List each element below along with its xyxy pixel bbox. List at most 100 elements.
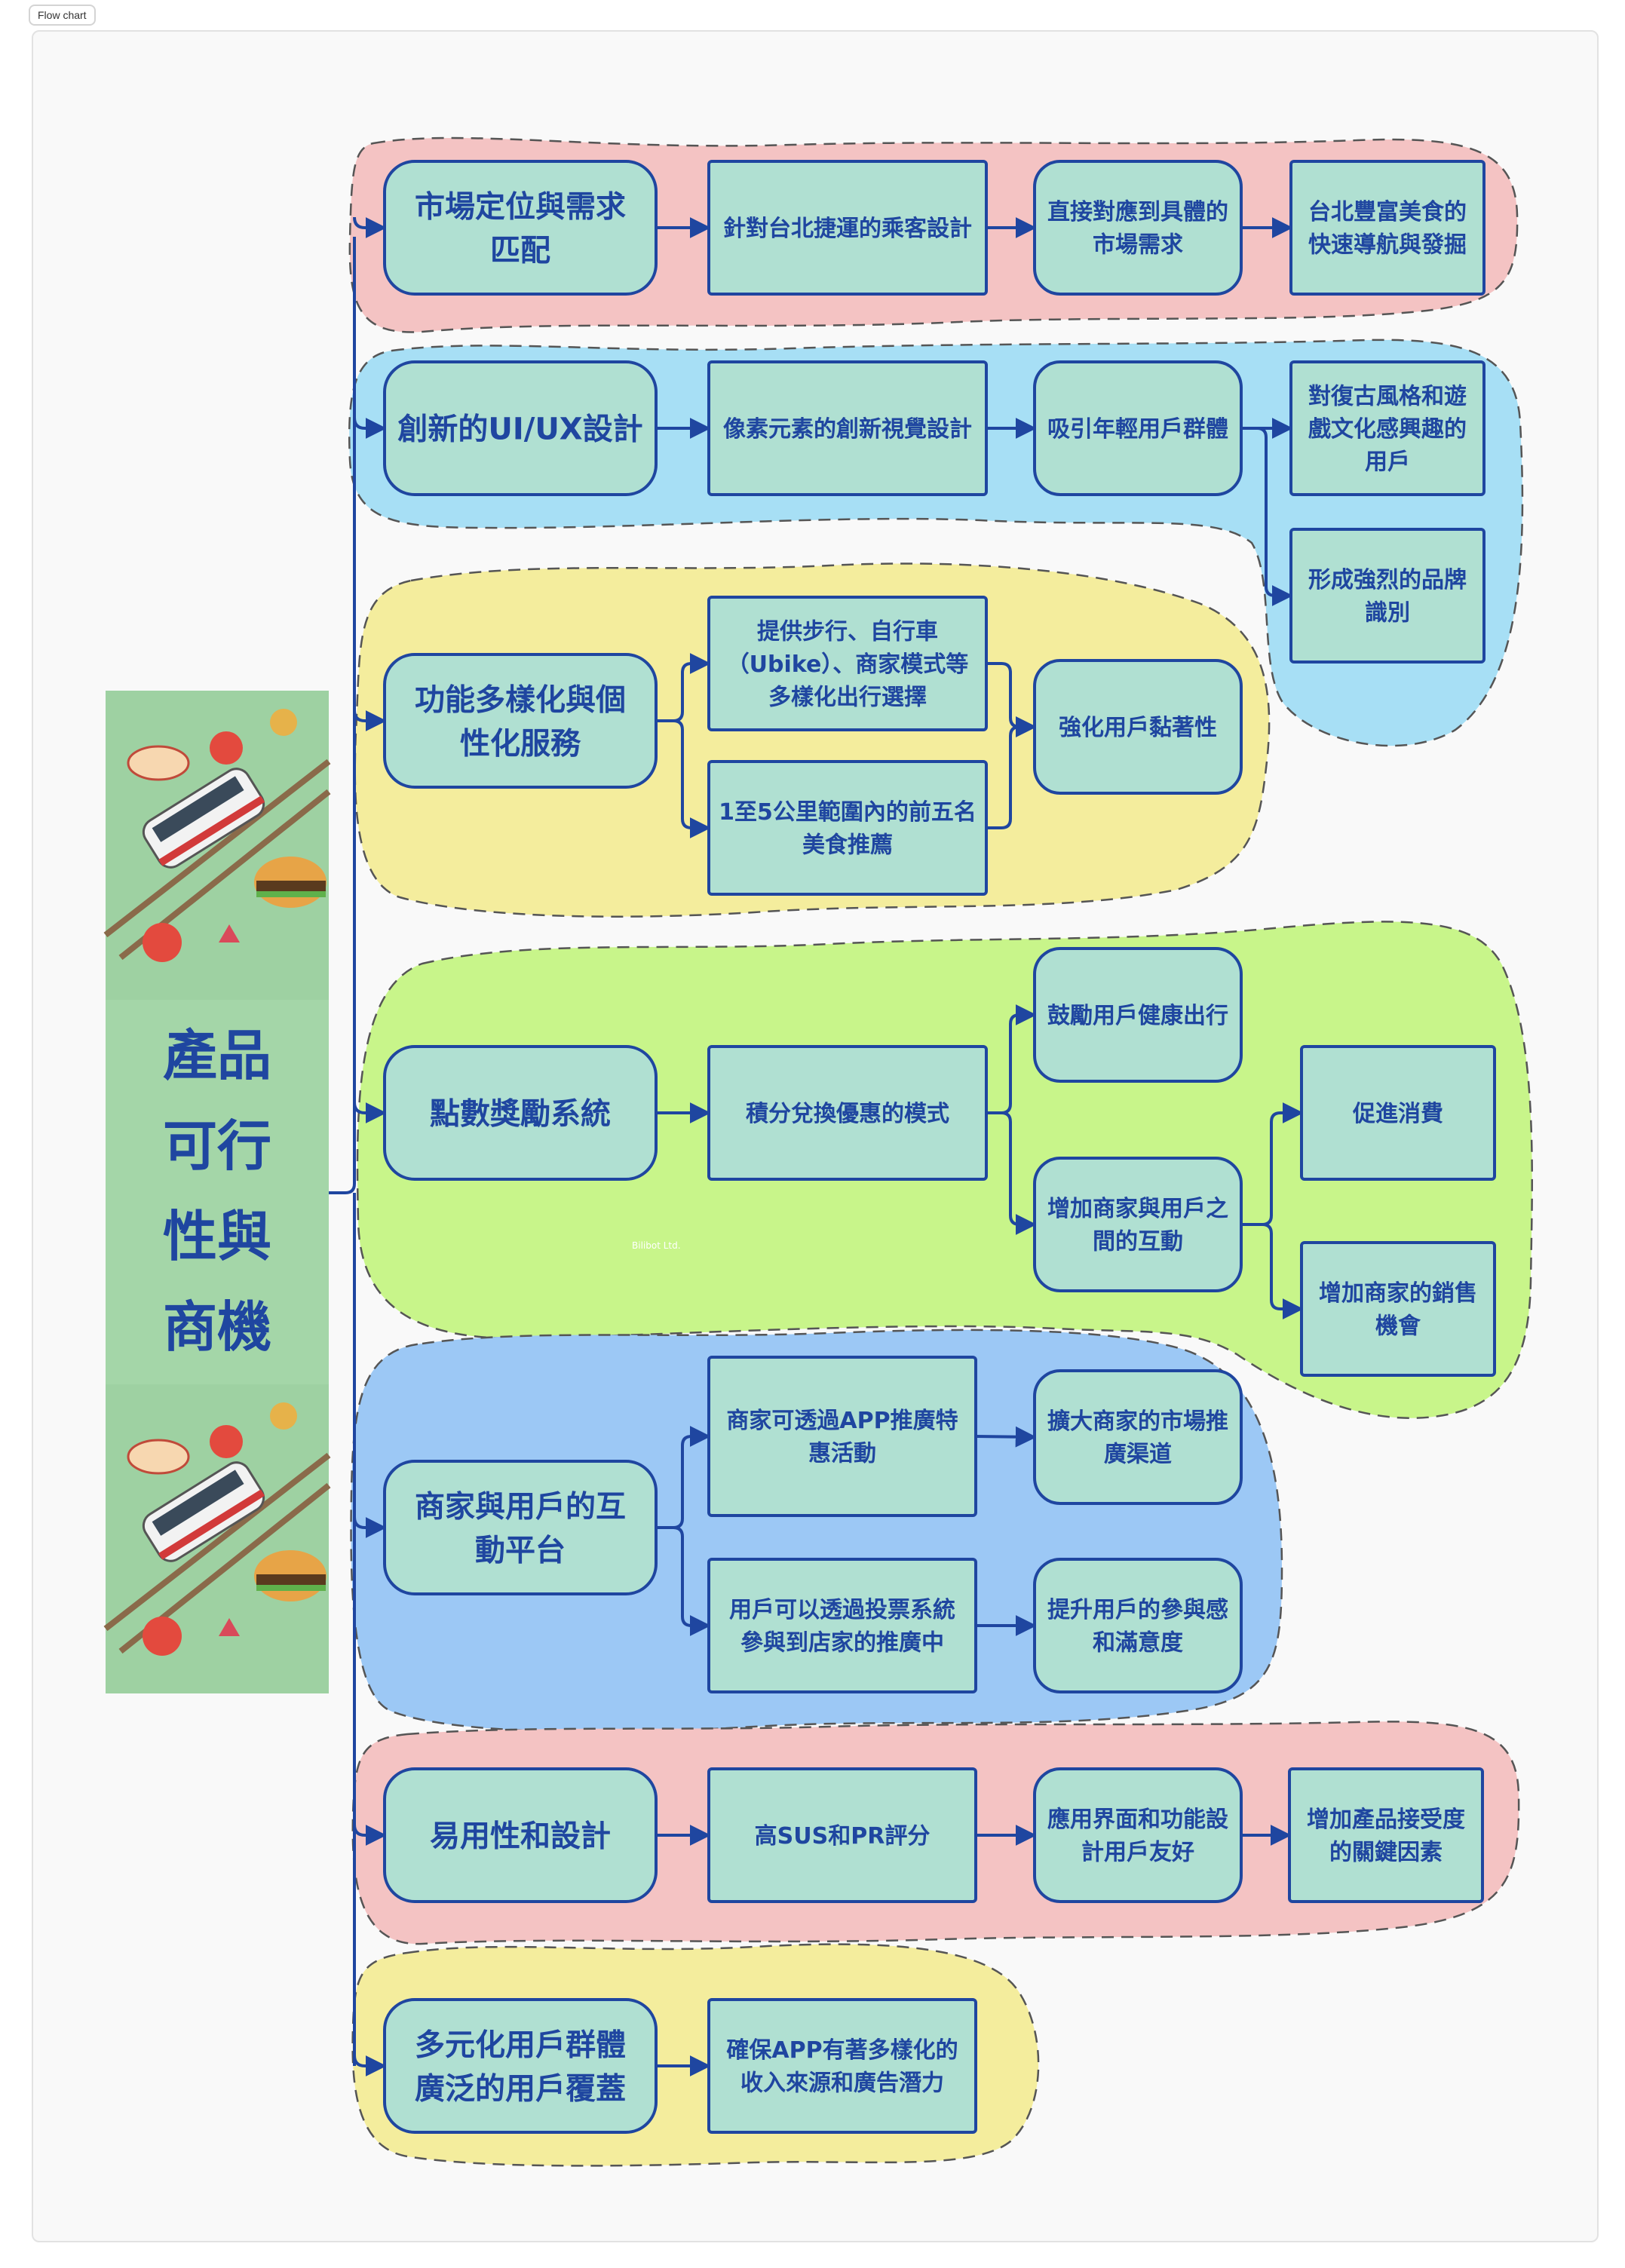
- retro-gaming-users-node-label: 對復古風格和遊: [1308, 383, 1467, 409]
- points-reward-node-label: 點數獎勵系統: [430, 1096, 611, 1131]
- train-food-illustration-top: [103, 691, 331, 1000]
- mrt-passenger-design-node-label: 針對台北捷運的乘客設計: [723, 216, 972, 242]
- young-users-node-label: 吸引年輕用戶群體: [1047, 416, 1228, 443]
- flow-connector: [353, 1516, 387, 1538]
- merchant-interaction-node-label: 間的互動: [1093, 1229, 1183, 1255]
- merchant-interaction-node-label: 增加商家與用戶之: [1047, 1196, 1228, 1222]
- usability-design-node[interactable]: 易用性和設計: [383, 1767, 658, 1903]
- friendly-ui-node-label: 計用戶友好: [1081, 1840, 1194, 1866]
- flow-connector: [353, 216, 387, 238]
- group-function: [354, 562, 1271, 918]
- watermark: Bilibot Ltd.: [632, 1240, 681, 1251]
- user-voting-node-label: 用戶可以透過投票系統: [729, 1597, 955, 1623]
- root-title-line-1: 產品: [163, 1024, 271, 1087]
- points-redeem-node-box: [707, 1045, 988, 1181]
- root-trunk-connector: [329, 237, 356, 2066]
- merchant-promotion-node-box: [707, 1356, 977, 1517]
- flow-connector: [353, 1102, 387, 1123]
- promote-spending-node[interactable]: 促進消費: [1300, 1045, 1496, 1181]
- acceptance-factor-node-label: 的關鍵因素: [1329, 1840, 1443, 1866]
- interaction-platform-node-label: 動平台: [475, 1533, 566, 1568]
- pixel-visual-design-node[interactable]: 像素元素的創新視覺設計: [707, 360, 988, 496]
- user-stickiness-node-box: [1033, 659, 1243, 795]
- revenue-potential-node-box: [707, 1998, 977, 2134]
- interaction-platform-node-label: 商家與用戶的互: [415, 1489, 626, 1524]
- healthy-travel-node[interactable]: 鼓勵用戶健康出行: [1033, 947, 1243, 1083]
- sus-pr-score-node[interactable]: 高SUS和PR評分: [707, 1767, 977, 1903]
- food-recommendation-node-label: 美食推薦: [802, 832, 893, 859]
- points-reward-node[interactable]: 點數獎勵系統: [383, 1045, 658, 1181]
- interaction-platform-node-box: [383, 1460, 658, 1595]
- user-voting-node-label: 參與到店家的推廣中: [740, 1630, 944, 1657]
- retro-gaming-users-node-label: 用戶: [1365, 449, 1410, 475]
- brand-identity-node-box: [1289, 528, 1485, 664]
- mrt-passenger-design-node[interactable]: 針對台北捷運的乘客設計: [707, 160, 988, 296]
- travel-options-node-label: （Ubike）、商家模式等: [727, 651, 969, 678]
- retro-gaming-users-node-label: 戲文化感興趣的: [1308, 416, 1467, 443]
- merchant-interaction-node-box: [1033, 1157, 1243, 1292]
- points-redeem-node-label: 積分兌換優惠的模式: [746, 1101, 949, 1127]
- app-title[interactable]: Flow chart: [29, 5, 96, 26]
- flow-connector: [353, 2055, 387, 2076]
- market-channel-node-label: 擴大商家的市場推: [1047, 1408, 1228, 1435]
- uiux-design-node[interactable]: 創新的UI/UX設計: [383, 360, 658, 496]
- diverse-services-node-box: [383, 653, 658, 789]
- travel-options-node-box: [707, 596, 988, 731]
- flow-connector: [353, 417, 387, 439]
- flow-connector: [1241, 427, 1293, 606]
- merchant-promotion-node-label: 惠活動: [808, 1441, 876, 1467]
- pixel-visual-design-node-box: [707, 360, 988, 496]
- diverse-services-node-label: 性化服務: [460, 726, 581, 761]
- young-users-node-box: [1033, 360, 1243, 496]
- market-demand-node-label: 市場需求: [1093, 232, 1183, 259]
- food-recommendation-node-label: 1至5公里範圍內的前五名: [719, 799, 977, 826]
- diverse-users-node-box: [383, 1998, 658, 2134]
- uiux-design-node-box: [383, 360, 658, 496]
- train-food-illustration-bottom: [103, 1384, 331, 1693]
- food-navigation-node-box: [1289, 160, 1485, 296]
- food-navigation-node-label: 快速導航與發掘: [1308, 232, 1467, 259]
- user-stickiness-node[interactable]: 強化用戶黏著性: [1033, 659, 1243, 795]
- acceptance-factor-node-box: [1288, 1767, 1484, 1903]
- healthy-travel-node-label: 鼓勵用戶健康出行: [1047, 1003, 1228, 1029]
- flow-connector: [975, 1426, 1037, 1448]
- user-satisfaction-node-label: 和滿意度: [1093, 1630, 1183, 1657]
- root-title-line-3: 性與: [163, 1205, 271, 1268]
- merchant-promotion-node-label: 商家可透過APP推廣特: [726, 1408, 958, 1434]
- flow-connector: [656, 1526, 711, 1636]
- points-redeem-node[interactable]: 積分兌換優惠的模式: [707, 1045, 988, 1181]
- market-positioning-node-label: 匹配: [490, 233, 550, 268]
- flow-connector: [353, 1824, 387, 1846]
- sales-opportunity-node-box: [1300, 1241, 1496, 1377]
- revenue-potential-node-label: 收入來源和廣告潛力: [740, 2070, 944, 2097]
- young-users-node[interactable]: 吸引年輕用戶群體: [1033, 360, 1243, 496]
- root-banner: 產品 可行 性與 商機: [103, 691, 331, 1693]
- friendly-ui-node-label: 應用界面和功能設: [1047, 1807, 1228, 1833]
- uiux-design-node-label: 創新的UI/UX設計: [397, 412, 642, 446]
- points-reward-node-box: [383, 1045, 658, 1181]
- food-recommendation-node-box: [707, 760, 988, 896]
- healthy-travel-node-box: [1033, 947, 1243, 1083]
- user-satisfaction-node-label: 提升用戶的參與感: [1047, 1597, 1228, 1623]
- market-channel-node-box: [1033, 1369, 1243, 1505]
- sus-pr-score-node-label: 高SUS和PR評分: [755, 1823, 931, 1850]
